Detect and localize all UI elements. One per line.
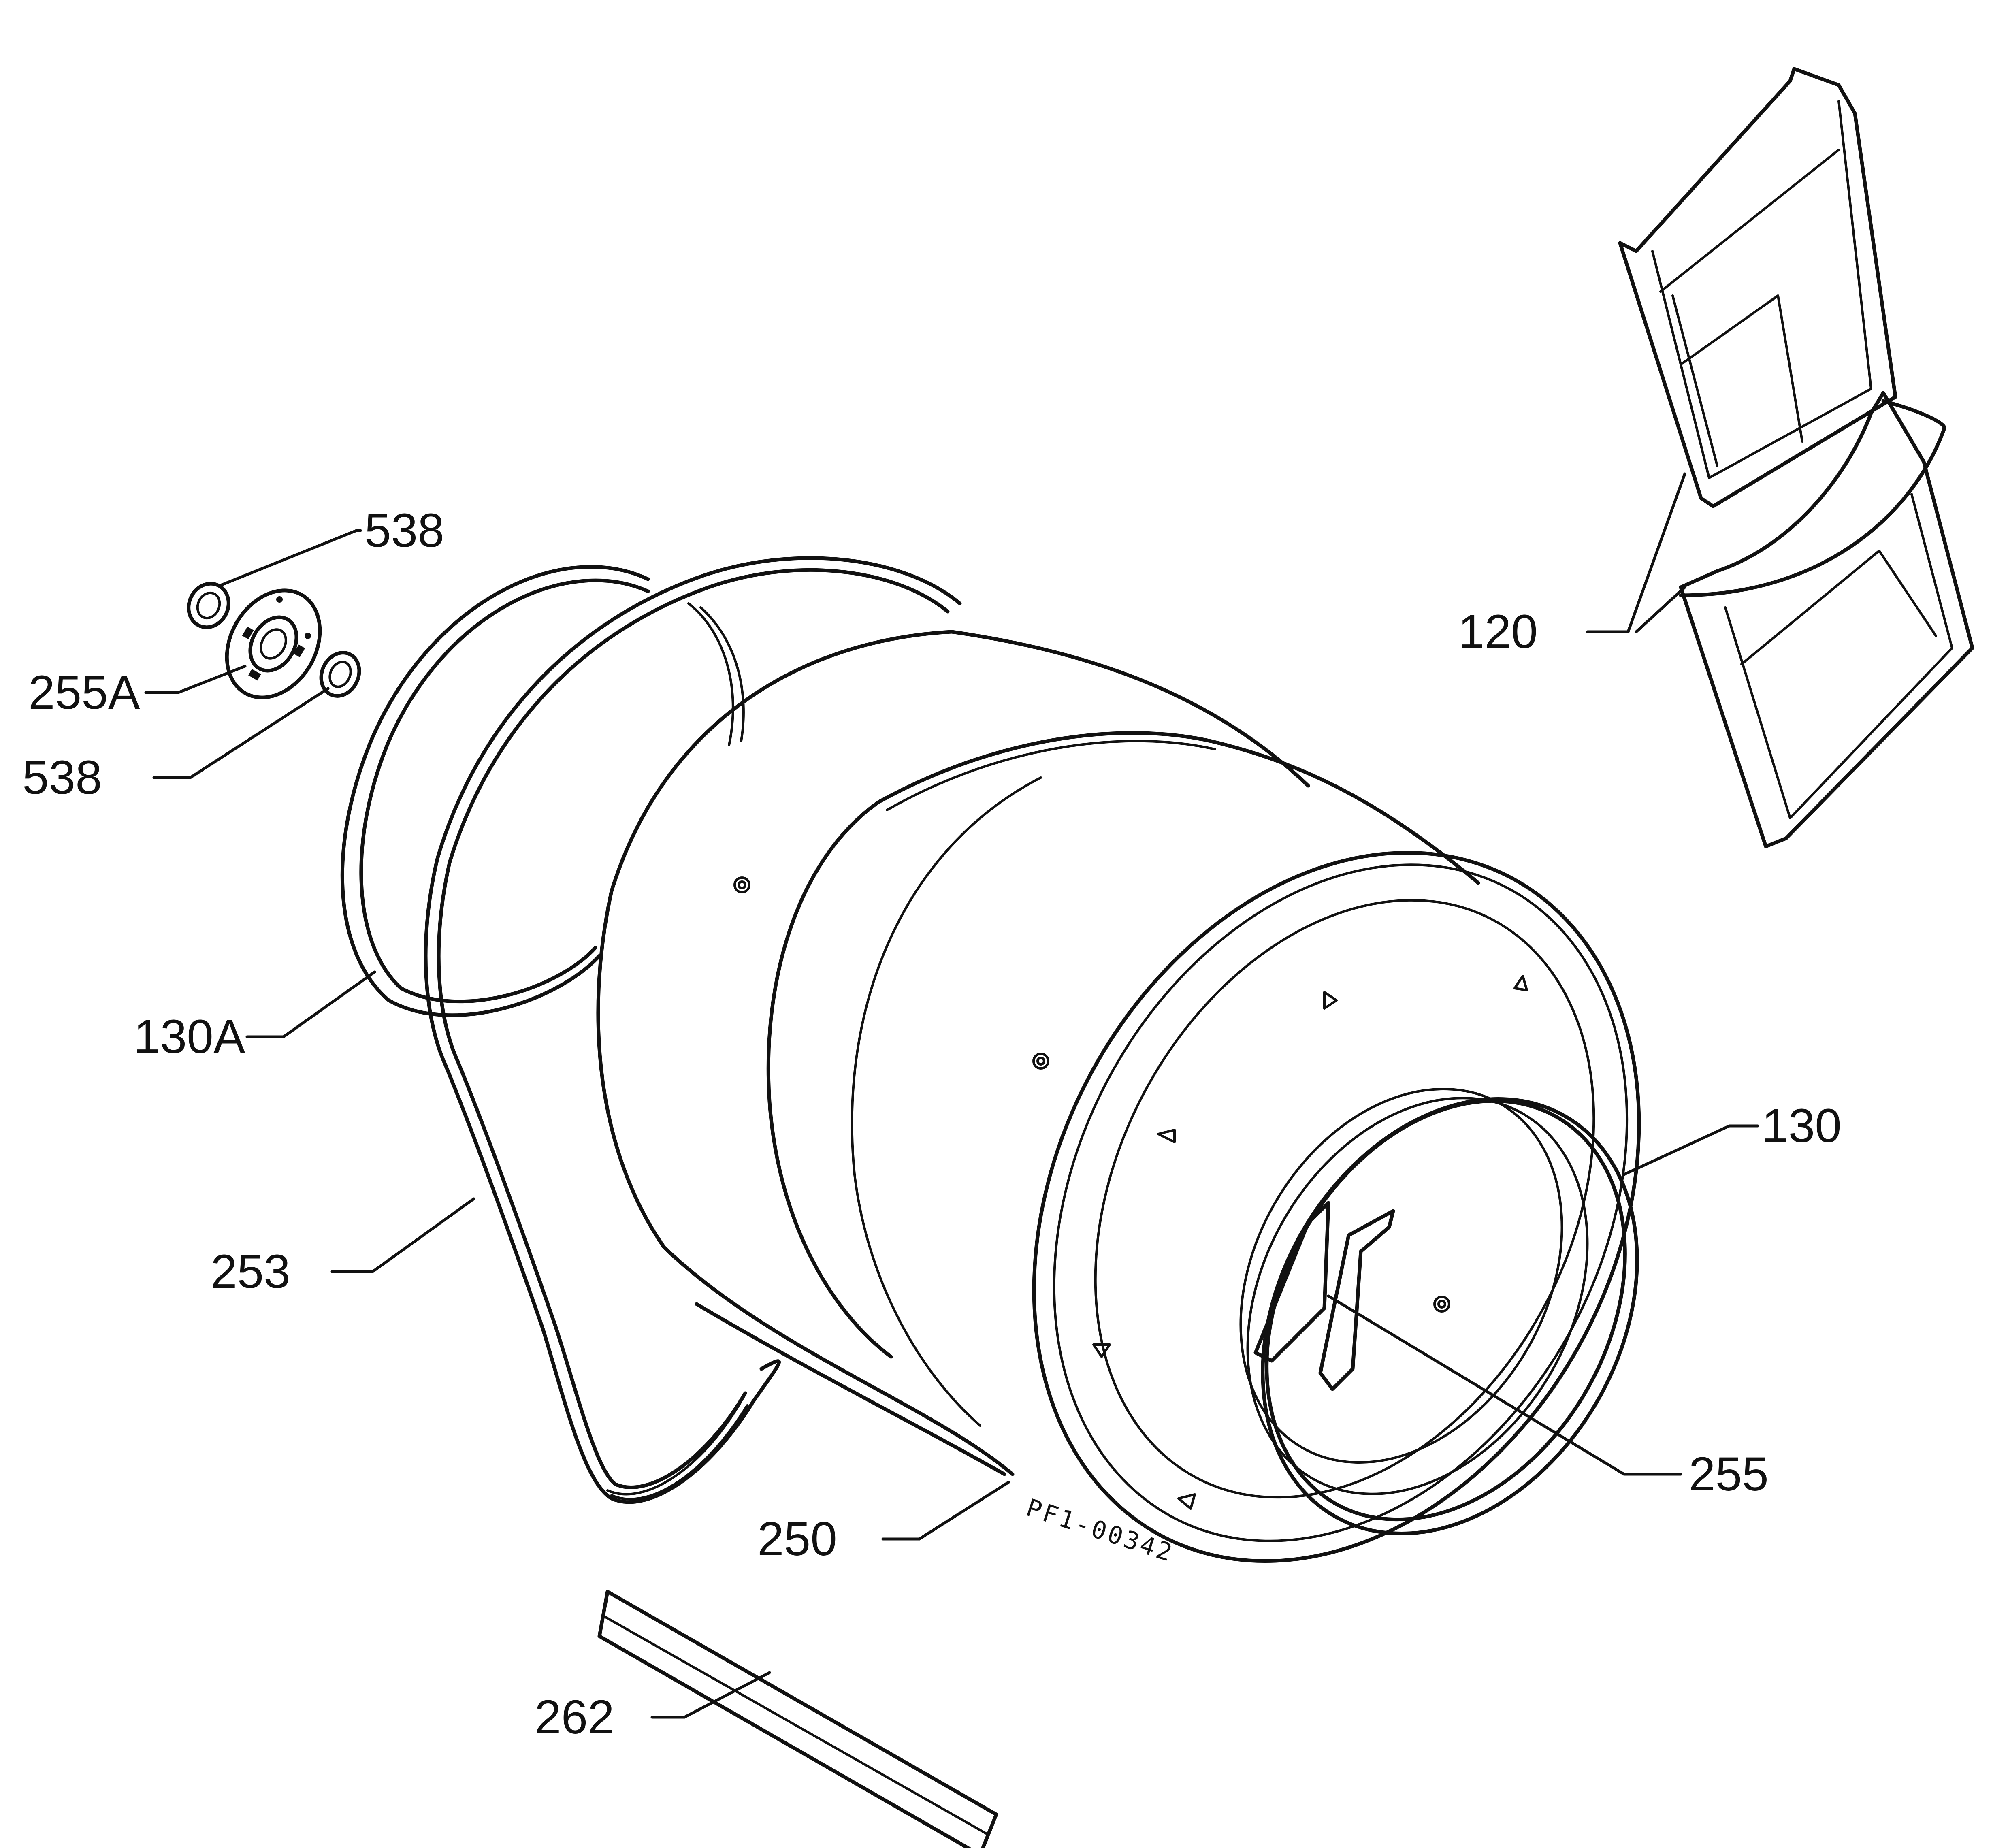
part-262-trim-strip [597, 1590, 998, 1848]
part-538-seal-top [187, 582, 230, 629]
leader-lines [144, 472, 1759, 1719]
label-538-top: 538 [365, 504, 444, 557]
label-262: 262 [535, 1690, 614, 1744]
part-130-front-seal [1239, 1088, 1639, 1535]
part-253-drive-belt [424, 556, 962, 1504]
label-120: 120 [1458, 605, 1538, 659]
label-255: 255 [1689, 1447, 1769, 1501]
label-255a: 255A [28, 666, 140, 719]
label-538-bottom: 538 [22, 751, 102, 804]
label-130: 130 [1762, 1099, 1842, 1153]
label-253: 253 [211, 1245, 290, 1298]
label-250: 250 [757, 1512, 837, 1566]
part-538-seal-bottom [319, 651, 361, 698]
part-120-filters [1618, 67, 1974, 848]
part-130a-rear-seal [340, 565, 745, 1017]
label-130a: 130A [134, 1010, 245, 1064]
part-255a-bearing-flange [225, 588, 322, 699]
part-255-drum-paddle [1253, 1201, 1450, 1391]
part-250-drum [596, 630, 1480, 1476]
